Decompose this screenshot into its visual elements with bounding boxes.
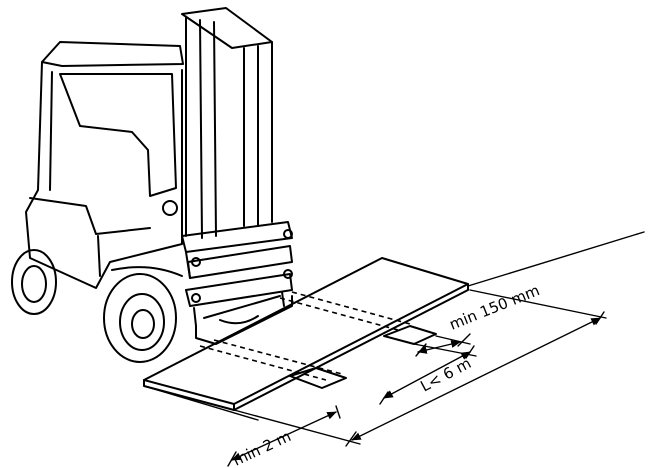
dimension-lines — [143, 231, 645, 467]
fork-carriage — [181, 221, 293, 327]
front-wheel — [103, 273, 177, 363]
overhead-guard — [41, 41, 184, 67]
control-knob — [162, 200, 178, 216]
label-min-150mm: min 150 mm — [447, 281, 542, 334]
mast — [181, 7, 273, 239]
fork-end-front — [289, 367, 347, 389]
cab-body — [25, 61, 183, 289]
label-length: L< 6 m — [417, 354, 474, 396]
label-min-2m: min 2 m — [230, 427, 294, 468]
counterweight — [29, 197, 151, 235]
dim-overall-arrow — [351, 317, 601, 441]
load-board — [143, 257, 469, 411]
cab-window — [59, 73, 177, 197]
forklift — [11, 7, 293, 363]
rear-wheel — [11, 249, 57, 315]
hidden-fork-left — [199, 345, 327, 381]
dim-min2m-arrow — [231, 411, 337, 461]
hidden-fork-right — [279, 297, 399, 331]
